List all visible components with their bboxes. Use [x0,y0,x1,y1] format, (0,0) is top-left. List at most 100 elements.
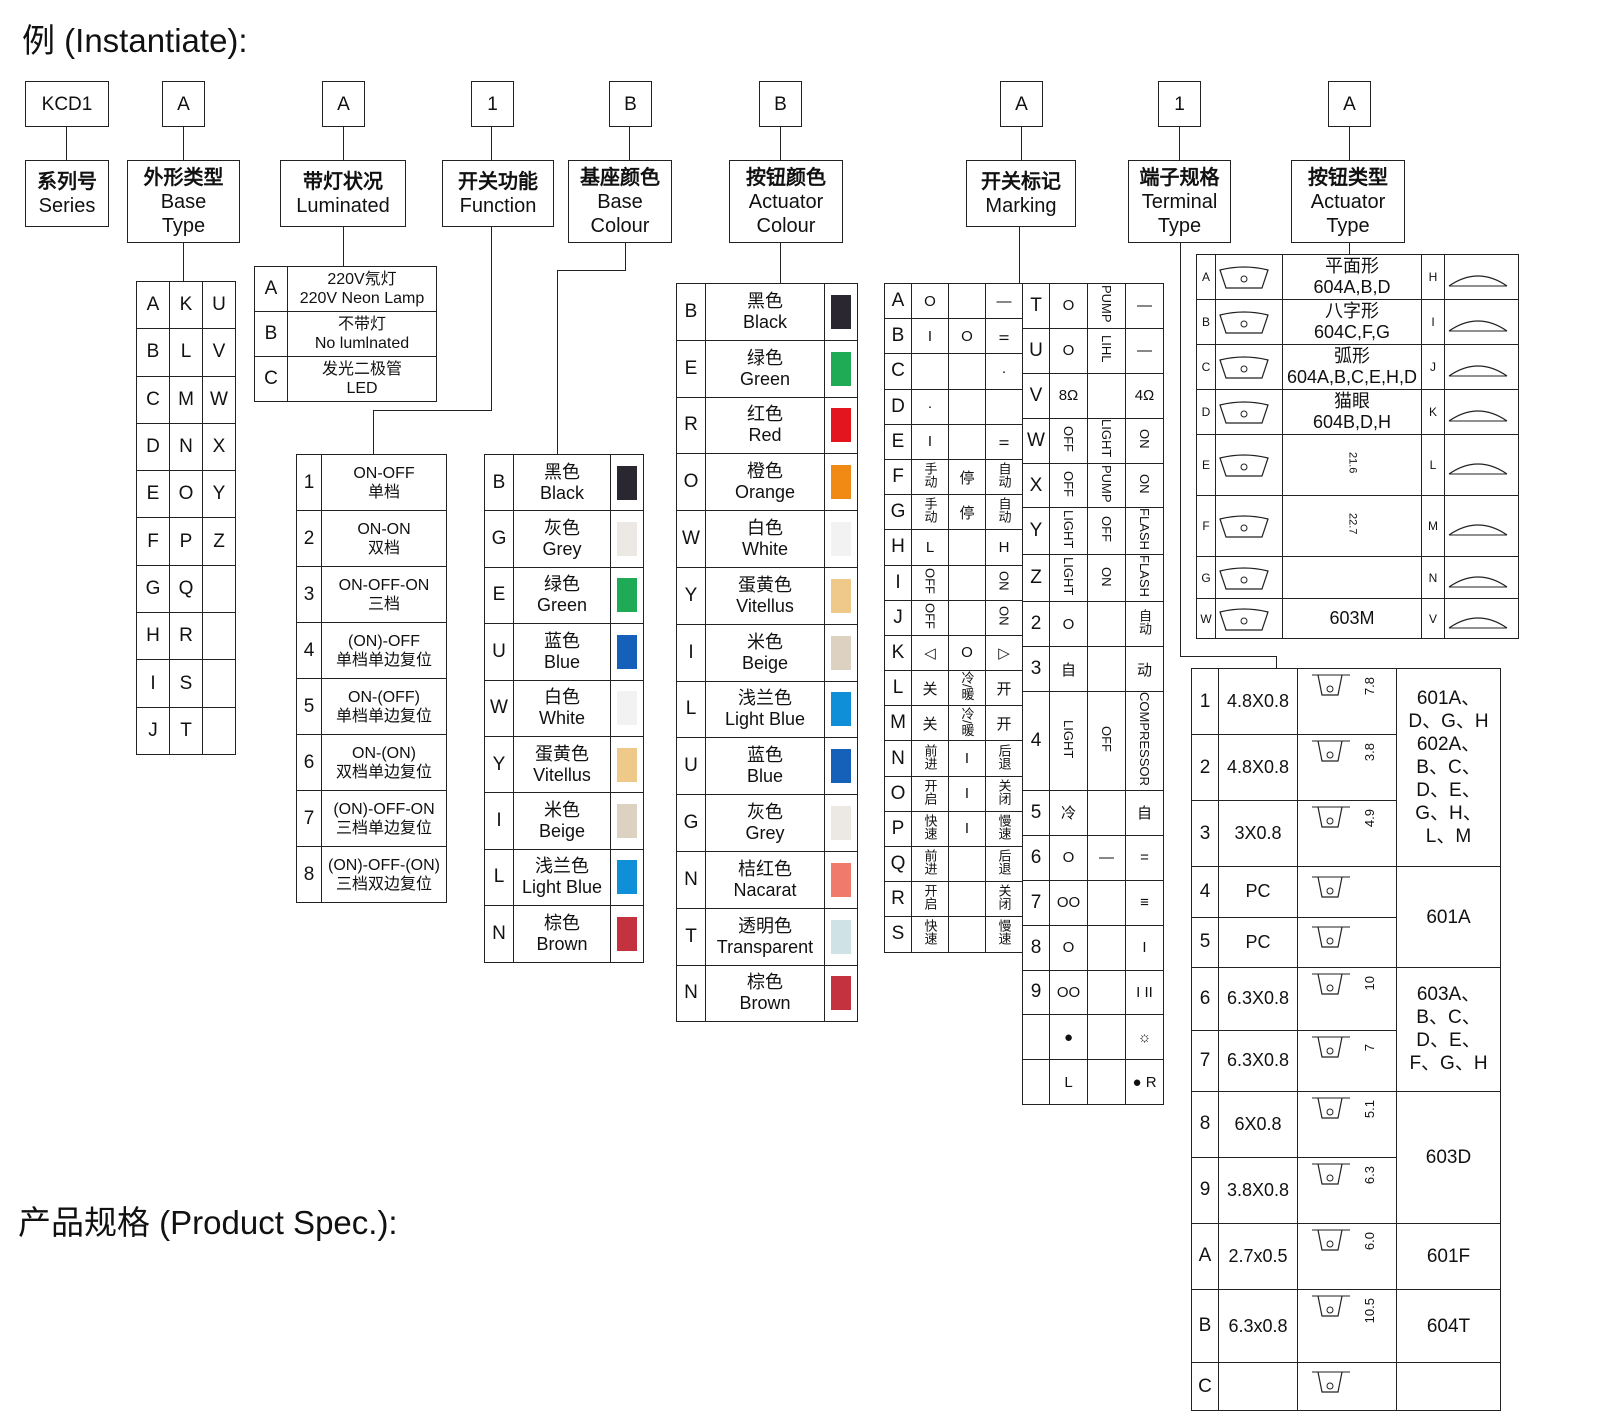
luminated-en: 220V Neon Lamp [299,290,425,307]
terminal-spec: 603D [1396,1090,1501,1224]
marking-text: 快速 [922,813,938,840]
actuator-desc: 22.7 [1282,495,1422,557]
function-code: 8 [296,846,322,903]
terminal-shape-icon [1312,876,1350,898]
marking-symbol: 后退 [985,740,1023,777]
actuator-code-text: G [1201,570,1211,585]
colour-zh: 桔红色 [738,858,792,879]
actuator-en: 604A,B,D [1313,277,1391,297]
actuator-drawing-right [1444,344,1519,390]
colour-en: Blue [543,651,581,672]
colour-zh: 蛋黄色 [535,743,589,764]
marking-code: D [884,388,912,425]
actuator-profile-icon [1448,410,1508,422]
colour-zh: 黑色 [747,290,783,311]
actuator-right-code: L [1421,434,1445,496]
actuator-drawing-right [1444,299,1519,345]
terminal-size: 4.8X0.8 [1218,734,1298,802]
marking-symbol [1087,879,1126,926]
colour-code: R [676,396,706,455]
terminal-size: 6.3X0.8 [1218,1029,1298,1092]
marking-text: · [1001,362,1007,380]
colour-en: Brown [739,993,791,1014]
marking-symbol: 冷/暖 [948,705,986,742]
marking-text: 前进 [922,849,938,876]
colour-swatch-cell [610,623,644,681]
actuator-drawing [1215,495,1283,557]
actuator-drawing [1215,434,1283,496]
terminal-spec: 603A、B、C、D、E、F、G、H [1396,967,1501,1092]
function-en: (ON)-OFF-ON [333,800,435,818]
colour-zh: 白色 [747,518,783,539]
marking-text: 开 [996,715,1012,733]
marking-symbol: 慢速 [985,810,1023,848]
marking-symbol [1087,924,1126,971]
actuator-drawing [1215,389,1283,435]
colour-code: G [676,794,706,852]
terminal-code: A [1191,1222,1219,1290]
marking-text: H [998,538,1010,556]
marking-code: L [884,670,912,707]
marking-symbol: O [948,318,986,355]
terminal-code: 7 [1191,1029,1219,1092]
function-desc: ON-(ON)双档单边复位 [321,734,447,791]
marking-symbol: I [948,740,986,777]
terminal-drawing: 3.8 [1297,734,1397,802]
colour-swatch [831,522,851,557]
marking-code: U [1022,327,1050,374]
marking-text: 慢速 [996,919,1012,946]
colour-en: Black [742,311,787,332]
colour-swatch [831,578,851,613]
table-row: C [1191,1362,1501,1411]
terminal-code: 9 [1191,1156,1219,1224]
marking-symbol: LIGHT [1087,417,1126,464]
marking-symbol: ● [1049,1014,1088,1061]
marking-text: O [961,327,973,345]
base-type-cell [202,612,236,661]
function-desc: ON-(OFF)单档单边复位 [321,678,447,735]
terminal-shape-icon [1312,1036,1350,1058]
marking-symbol: LIGHT [1049,554,1088,603]
marking-text: 手动 [922,497,938,524]
marking-symbol: ≡ [1125,879,1164,926]
code-series: KCD1 [25,81,109,127]
marking-symbol: PUMP [1087,283,1126,329]
marking-symbol: ☼ [1125,1014,1164,1061]
terminal-drawing [1297,916,1397,969]
marking-text: LIGHT [1061,557,1076,596]
colour-en: Light Blue [724,709,806,730]
actuator-code-text: C [1201,360,1211,374]
terminal-dim: 10 [1361,976,1377,991]
marking-text: ☼ [1137,1028,1152,1046]
marking-text: LIGHT [1099,419,1114,458]
marking-code: I [884,564,912,601]
marking-text: 4Ω [1134,387,1155,405]
marking-symbol [948,529,986,566]
marking-text: 关 [922,715,938,733]
colour-zh: 绿色 [747,347,783,368]
marking-text: 冷/暖 [959,671,975,701]
marking-text: LIHL [1099,335,1114,363]
marking-text: ON [1137,473,1152,494]
colour-swatch [617,860,637,895]
